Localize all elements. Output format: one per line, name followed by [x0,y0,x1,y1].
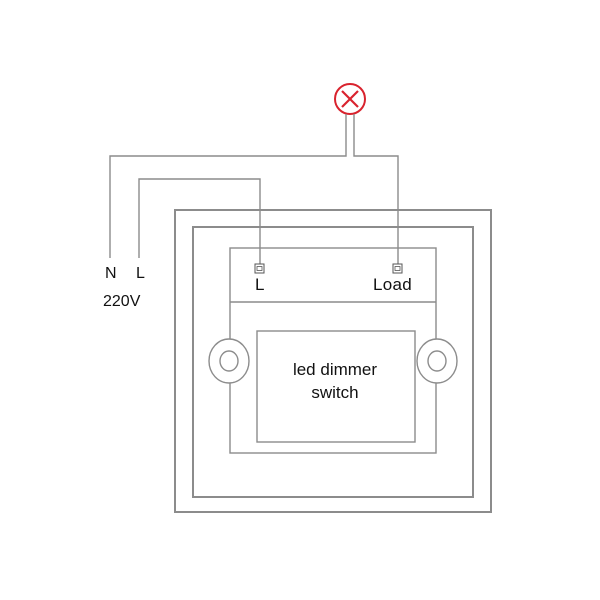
terminal-line-label: L [255,275,265,294]
outer-plate [174,209,492,513]
dimmer-knob [256,330,416,443]
neutral-wire [109,114,347,258]
lamp-cross-icon [334,83,366,115]
device-name-line1: led dimmer [293,360,377,379]
terminal-screw-load [392,263,403,274]
mounting-hole-left [208,338,250,384]
mounting-hole-right [416,338,458,384]
inner-plate [192,226,474,498]
neutral-label: N [105,265,117,282]
load-wire [353,114,399,264]
terminal-load-label: Load [373,275,412,294]
terminal-screw-line [254,263,265,274]
live-wire [138,178,261,264]
voltage-label: 220V [103,293,141,310]
live-label: L [136,265,145,282]
device-name-line2: switch [311,383,358,402]
